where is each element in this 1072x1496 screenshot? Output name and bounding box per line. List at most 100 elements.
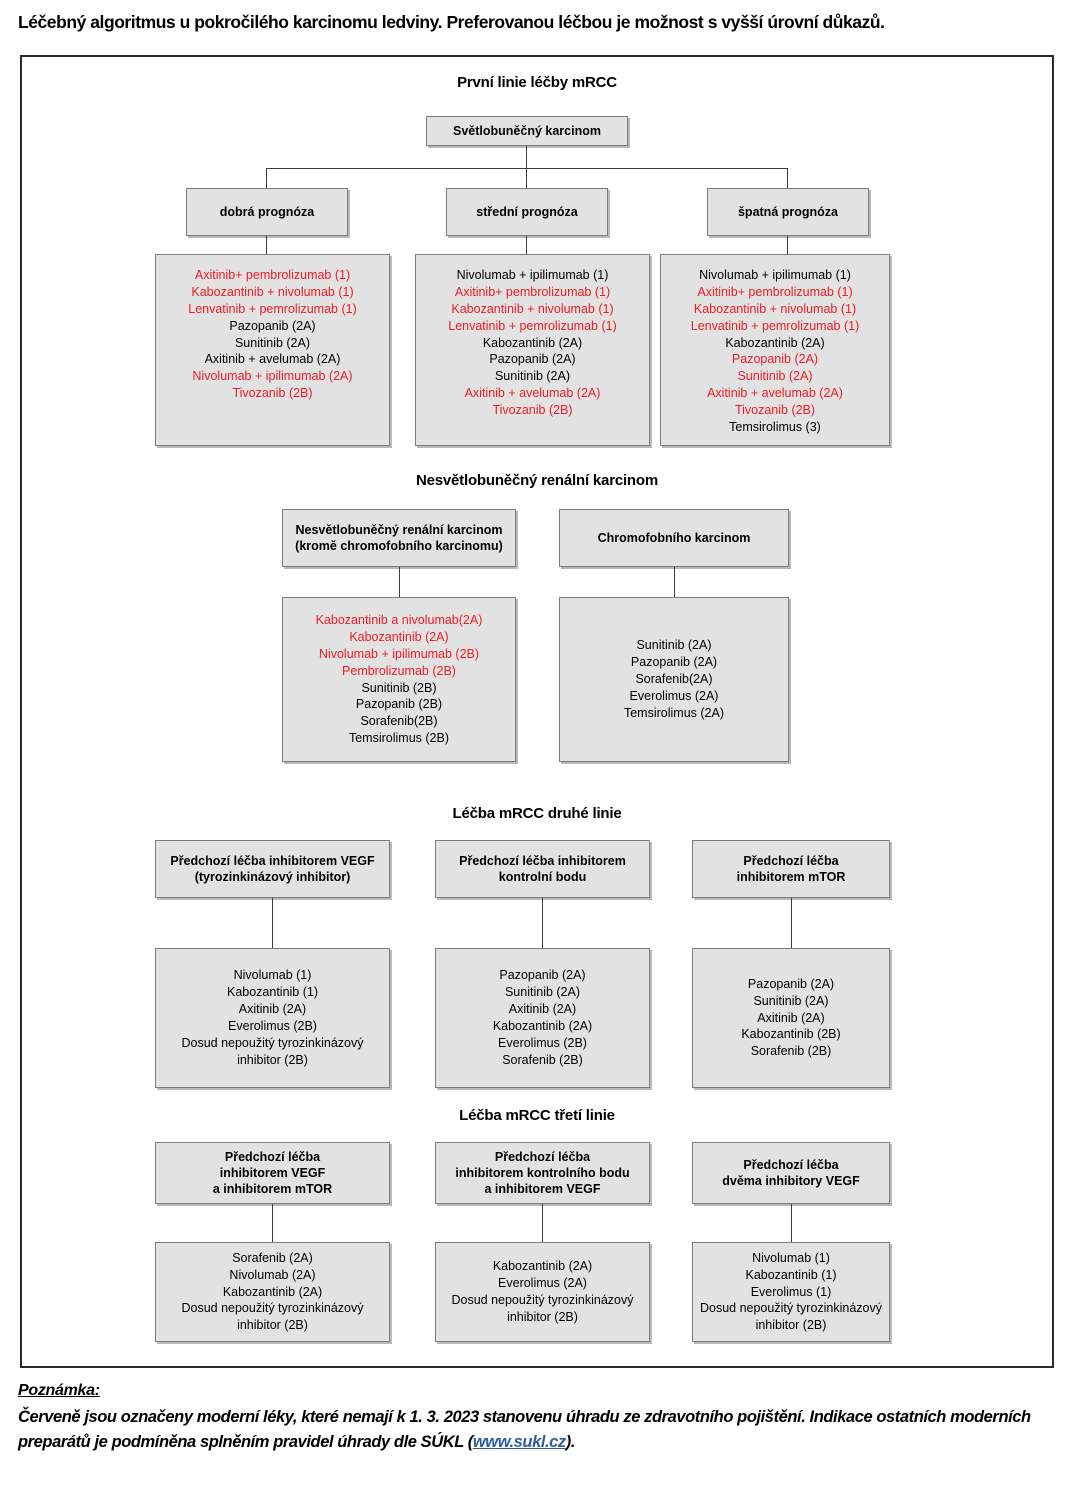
footnote-text: Červeně jsou označeny moderní léky, kter… bbox=[18, 1408, 1031, 1451]
node-non-clear-cell-header: Nesvětlobuněčný renální karcinom (kromě … bbox=[282, 509, 516, 567]
node-clear-cell-carcinoma: Světlobuněčný karcinom bbox=[426, 116, 628, 146]
drug-item: Nivolumab (1) bbox=[233, 968, 312, 983]
drug-item: Sorafenib (2B) bbox=[750, 1044, 832, 1059]
drug-item: Sorafenib (2A) bbox=[232, 1250, 313, 1265]
drug-item: Kabozantinib a nivolumab(2A) bbox=[315, 613, 483, 627]
drug-item: Axitinib + avelumab (2A) bbox=[204, 352, 341, 367]
node-label-line2: inhibitorem VEGF bbox=[219, 1166, 326, 1180]
treatment-box-good-prognosis: Axitinib+ pembrolizumab (1) Kabozantinib … bbox=[155, 254, 390, 446]
drug-list: Nivolumab + ipilimumab (1)Axitinib+ pemb… bbox=[416, 267, 649, 419]
node-second-line-header-mtor: Předchozí léčba inhibitorem mTOR bbox=[692, 840, 890, 898]
drug-item: Pazopanib (2A) bbox=[731, 352, 819, 367]
drug-list: Kabozantinib a nivolumab(2A)Kabozantinib… bbox=[283, 612, 515, 747]
node-second-line-header-vegf: Předchozí léčba inhibitorem VEGF (tyrozi… bbox=[155, 840, 390, 898]
drug-list: Kabozantinib (2A)Everolimus (2A)Dosud ne… bbox=[436, 1258, 649, 1326]
treatment-box-third-line-checkpoint-vegf: Kabozantinib (2A)Everolimus (2A)Dosud ne… bbox=[435, 1242, 650, 1342]
drug-item: Kabozantinib (2A) bbox=[492, 1259, 593, 1274]
connector-second-line-2 bbox=[542, 898, 543, 948]
drug-item: Pazopanib (2A) bbox=[630, 655, 718, 670]
node-prognosis-intermediate: střední prognóza bbox=[446, 188, 608, 236]
treatment-box-chromophobe: Sunitinib (2A)Pazopanib (2A)Sorafenib(2A… bbox=[559, 597, 789, 762]
node-chromophobe-header: Chromofobního karcinom bbox=[559, 509, 789, 567]
treatment-box-third-line-two-vegf: Nivolumab (1)Kabozantinib (1)Everolimus … bbox=[692, 1242, 890, 1342]
footnote-text-before-link: Červeně jsou označeny moderní léky, kter… bbox=[18, 1408, 1031, 1451]
connector-third-line-1 bbox=[272, 1204, 273, 1242]
node-label-line3: a inhibitorem VEGF bbox=[484, 1182, 601, 1196]
node-third-line-header-two-vegf: Předchozí léčba dvěma inhibitory VEGF bbox=[692, 1142, 890, 1204]
drug-item: Temsirolimus (2B) bbox=[348, 731, 449, 746]
drug-item: Pazopanib (2A) bbox=[747, 976, 835, 991]
drug-list: Pazopanib (2A) Sunitinib (2A) Axitinib (2A… bbox=[436, 967, 649, 1068]
drug-item: Sorafenib(2A) bbox=[635, 672, 713, 687]
drug-item: Pembrolizumab (2B) bbox=[342, 663, 456, 678]
drug-item: Kabozantinib + nivolumab (1) bbox=[693, 301, 857, 316]
drug-item: Tivozanib (2B) bbox=[734, 403, 816, 417]
treatment-box-third-line-vegf-mtor: Sorafenib (2A) Nivolumab (2A) Kabozantinib… bbox=[155, 1242, 390, 1342]
drug-item: Axitinib+ pembrolizumab (1) bbox=[454, 284, 611, 299]
connector-second-line-1 bbox=[272, 898, 273, 948]
treatment-box-second-line-mtor: Pazopanib (2A)Sunitinib (2A)Axitinib (2A… bbox=[692, 948, 890, 1088]
drug-item: Lenvatinib + pemrolizumab (1) bbox=[690, 318, 860, 333]
connector-third-line-3 bbox=[791, 1204, 792, 1242]
drug-item: Kabozantinib (2A) bbox=[222, 1284, 323, 1299]
drug-list: Nivolumab (1) Kabozantinib (1) Axitinib (2… bbox=[156, 967, 389, 1068]
drug-list: Nivolumab + ipilimumab (1)Axitinib+ pemb… bbox=[661, 267, 889, 436]
connector-non-clear-cell-down bbox=[399, 567, 400, 597]
drug-item: Lenvatinib + pemrolizumab (1) bbox=[448, 318, 617, 333]
connector-third-line-2 bbox=[542, 1204, 543, 1242]
connector-root-down bbox=[526, 146, 527, 168]
connector-poor-down bbox=[787, 236, 788, 254]
drug-item: Axitinib+ pembrolizumab (1) bbox=[697, 284, 853, 299]
node-label-line1: Předchozí léčba bbox=[224, 1150, 321, 1164]
treatment-box-second-line-checkpoint: Pazopanib (2A) Sunitinib (2A) Axitinib (2A… bbox=[435, 948, 650, 1088]
drug-item: Axitinib + avelumab (2A) bbox=[707, 386, 843, 401]
drug-item: Dosud nepoužitý tyrozinkinázový inhibito… bbox=[451, 1293, 634, 1324]
treatment-box-poor-prognosis: Nivolumab + ipilimumab (1)Axitinib+ pemb… bbox=[660, 254, 890, 446]
sukl-link[interactable]: www.sukl.cz bbox=[472, 1432, 566, 1451]
node-label-line2: kontrolní bodu bbox=[498, 870, 587, 884]
drug-item: Everolimus (2B) bbox=[228, 1019, 317, 1033]
drug-item: Sunitinib (2A) bbox=[753, 993, 829, 1008]
node-label-line2: (kromě chromofobního karcinomu) bbox=[295, 539, 503, 553]
drug-item: Kabozantinib + nivolumab (1) bbox=[451, 301, 614, 316]
drug-item: Kabozantinib (1) bbox=[226, 985, 319, 1000]
drug-item: Kabozantinib + nivolumab (1) bbox=[191, 284, 354, 299]
drug-item: Axitinib+ pembrolizumab (1) bbox=[194, 268, 351, 282]
node-prognosis-good: dobrá prognóza bbox=[186, 188, 348, 236]
node-label-line1: Předchozí léčba bbox=[743, 1158, 839, 1172]
drug-item: Dosud nepoužitý tyrozinkinázový inhibito… bbox=[699, 1301, 883, 1333]
drug-item: Sorafenib(2B) bbox=[360, 714, 438, 729]
connector-bus-right bbox=[787, 168, 788, 188]
drug-item: Axitinib (2A) bbox=[508, 1002, 577, 1017]
node-label: Chromofobního karcinom bbox=[597, 531, 751, 545]
node-label-line2: inhibitorem kontrolního bodu bbox=[455, 1166, 630, 1180]
drug-item: Pazopanib (2A) bbox=[499, 968, 586, 983]
drug-item: Sunitinib (2B) bbox=[361, 680, 437, 695]
treatment-box-intermediate-prognosis: Nivolumab + ipilimumab (1)Axitinib+ pemb… bbox=[415, 254, 650, 446]
drug-item: Lenvatinib + pemrolizumab (1) bbox=[188, 301, 357, 316]
drug-item: Sunitinib (2A) bbox=[494, 369, 571, 384]
node-label: Světlobuněčný karcinom bbox=[453, 124, 601, 138]
drug-item: Kabozantinib (1) bbox=[745, 1267, 837, 1282]
connector-good-down bbox=[266, 236, 267, 254]
drug-list: Axitinib+ pembrolizumab (1) Kabozantinib … bbox=[156, 267, 389, 402]
node-label-line1: Předchozí léčba bbox=[743, 854, 839, 868]
drug-item: Axitinib + avelumab (2A) bbox=[464, 386, 601, 401]
drug-list: Nivolumab (1)Kabozantinib (1)Everolimus … bbox=[693, 1250, 889, 1334]
connector-second-line-3 bbox=[791, 898, 792, 948]
drug-item: Axitinib (2A) bbox=[238, 1002, 307, 1017]
drug-item: Nivolumab (2A) bbox=[229, 1267, 316, 1282]
drug-item: Pazopanib (2A) bbox=[229, 318, 316, 333]
footnote-text-after-link: ). bbox=[565, 1432, 576, 1451]
drug-item: Sunitinib (2A) bbox=[737, 369, 813, 384]
connector-bus-mid bbox=[526, 168, 527, 188]
section-title-third-line: Léčba mRCC třetí linie bbox=[459, 1107, 615, 1124]
drug-item: Sunitinib (2A) bbox=[504, 985, 581, 1000]
drug-item: Dosud nepoužitý tyrozinkinázový inhibito… bbox=[181, 1035, 364, 1067]
connector-intermediate-down bbox=[526, 236, 527, 254]
drug-item: Tivozanib (2B) bbox=[232, 386, 313, 401]
node-label: špatná prognóza bbox=[737, 205, 838, 219]
diagram-frame: První linie léčby mRCC Světlobuněčný kar… bbox=[20, 55, 1054, 1368]
drug-item: Pazopanib (2B) bbox=[355, 697, 443, 712]
drug-item: Nivolumab (1) bbox=[752, 1250, 830, 1265]
